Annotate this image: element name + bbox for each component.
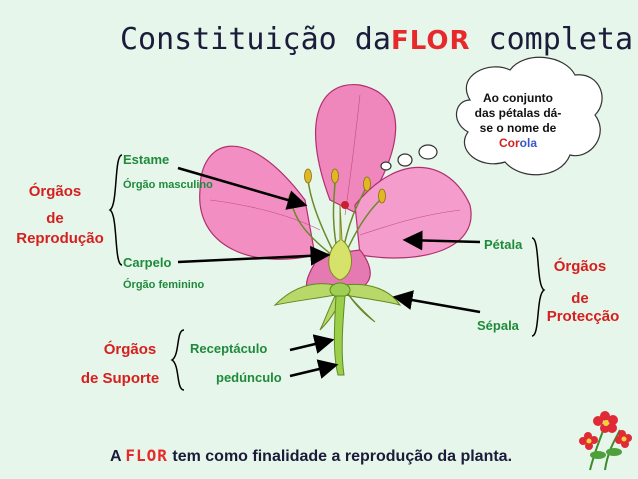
braces — [108, 154, 546, 391]
petal-label: Pétala — [484, 237, 523, 252]
peduncle-label: pedúnculo — [216, 370, 282, 385]
carpel-shape — [328, 204, 352, 281]
decorative-flowers-icon — [579, 411, 632, 471]
sepal-label: Sépala — [477, 318, 519, 333]
stamen-label: Estame — [123, 152, 170, 167]
thought-bubble — [380, 56, 603, 176]
page-title: Constituição daFLOR completa — [120, 22, 633, 57]
footer-prefix: A — [110, 448, 126, 465]
support-group-line1: Órgãos — [103, 341, 157, 358]
title-prefix: Constituição da — [120, 22, 391, 57]
receptacle-label: Receptáculo — [190, 341, 268, 356]
bubble-word-part1: Cor — [498, 136, 520, 150]
pointer-arrows — [177, 166, 481, 379]
title-suffix: completa — [488, 22, 634, 57]
reproduction-line1: Órgãos — [28, 183, 82, 200]
peduncle-shape — [333, 295, 346, 376]
reproduction-group-line3: Reprodução — [16, 230, 104, 247]
bubble-word-part2: ola — [519, 136, 537, 150]
support-group-line2: de Suporte — [80, 370, 160, 387]
title-highlight: FLOR — [390, 26, 471, 56]
sepals — [273, 283, 402, 331]
footer-suffix: tem como finalidade a reprodução da plan… — [167, 448, 513, 465]
reproduction-group-de: de — [46, 210, 64, 227]
carpel-label: Carpelo — [123, 255, 172, 270]
footer-highlight: FLOR — [125, 446, 168, 465]
protection-group-line1: Órgãos — [553, 258, 607, 275]
reproduction-group-label: Órgãos — [20, 183, 90, 200]
protection-group-line3: Protecção — [546, 308, 620, 325]
receptacle-shape — [329, 282, 351, 298]
protection-group-line2: de — [571, 290, 589, 307]
bubble-text: Ao conjunto das pétalas dá-se o nome de … — [473, 91, 563, 151]
stamen-sub-label: Órgão masculino — [123, 179, 213, 191]
carpel-sub-label: Órgão feminino — [123, 279, 205, 291]
bubble-line: Ao conjunto das pétalas dá-se o nome de — [474, 91, 562, 135]
footer-sentence: A FLOR tem como finalidade a reprodução … — [110, 446, 512, 466]
